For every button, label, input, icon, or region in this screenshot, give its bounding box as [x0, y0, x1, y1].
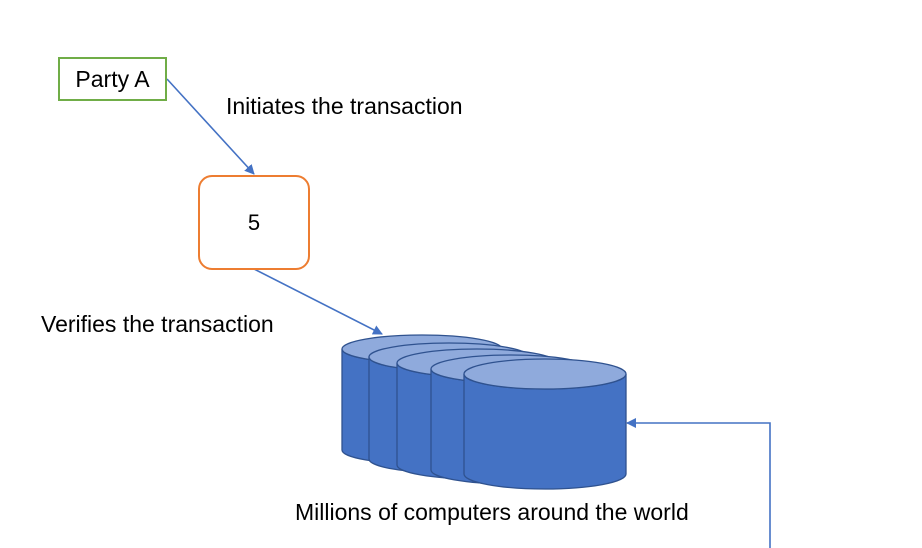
party-a-box: Party A: [58, 57, 167, 101]
computer-cylinder-top: [463, 358, 627, 390]
network-label: Millions of computers around the world: [295, 499, 689, 525]
computers-stack: [341, 334, 627, 490]
arrow-verifies: [253, 268, 383, 335]
arrow-initiates: [166, 78, 255, 175]
initiates-label: Initiates the transaction: [226, 93, 463, 119]
party-a-label: Party A: [75, 65, 150, 92]
computer-cylinder-body: [463, 373, 627, 490]
computer-cylinder: [463, 358, 627, 490]
arrow-return: [626, 418, 771, 548]
verifier-box: 5: [198, 175, 310, 270]
verifies-label: Verifies the transaction: [41, 311, 274, 337]
verifier-label: 5: [247, 209, 261, 235]
